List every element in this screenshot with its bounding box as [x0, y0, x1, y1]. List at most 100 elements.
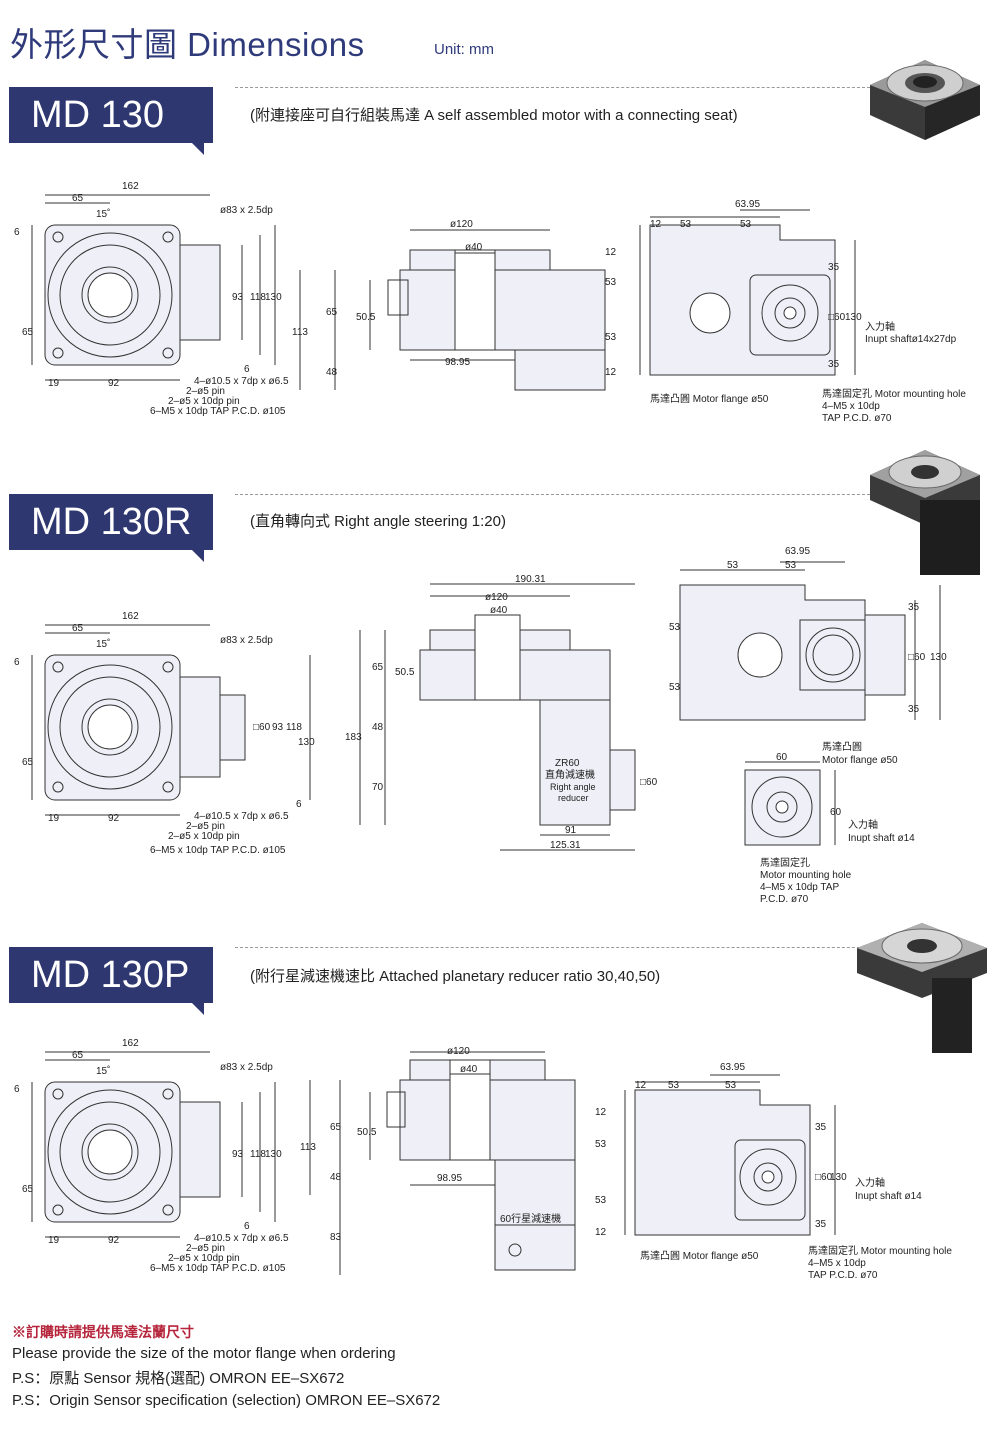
- dim-183: 183: [345, 732, 362, 743]
- front-view-drawing: 162 65 15˚ ø83 x 2.5dp 6 93 118 130 65 1…: [14, 1038, 289, 1274]
- order-note-cn: ※訂購時請提供馬達法蘭尺寸: [12, 1324, 194, 1340]
- mounting-hole-pcd: TAP P.C.D. ø70: [822, 413, 892, 424]
- dim-190-31: 190.31: [515, 574, 546, 585]
- dim-19: 19: [48, 378, 60, 389]
- dim-65: 65: [330, 1122, 342, 1133]
- dim-15deg: 15˚: [96, 638, 110, 650]
- dim-48: 48: [372, 722, 384, 733]
- dim-118: 118: [286, 722, 302, 733]
- mounting-hole-tap: 4–M5 x 10dp: [822, 401, 880, 412]
- dim-35b: 35: [828, 359, 840, 370]
- note-pin: 2–ø5 pin: [186, 386, 225, 397]
- dim-130: 130: [298, 737, 315, 748]
- dim-53v: 53: [669, 622, 681, 633]
- dim-93: 93: [232, 292, 244, 303]
- dim-6b: 6: [244, 1221, 250, 1232]
- dim-d40: ø40: [460, 1064, 478, 1075]
- dim-50-5: 50.5: [357, 1127, 377, 1138]
- input-shaft-cn: 入力軸: [865, 320, 895, 333]
- model-title: MD 130: [31, 94, 165, 136]
- mounting-hole-note: 馬達固定孔 Motor mounting hole: [822, 387, 966, 400]
- dim-162: 162: [122, 1038, 139, 1049]
- product-photo: [870, 450, 980, 575]
- note-pin-dp: 2–ø5 x 10dp pin: [168, 831, 240, 842]
- dim-48: 48: [330, 1172, 342, 1183]
- dim-50-5: 50.5: [395, 667, 415, 678]
- reducer-en: Right angle: [550, 782, 596, 792]
- mounting-hole-pcd: P.C.D. ø70: [760, 894, 809, 905]
- dim-53v2: 53: [605, 332, 617, 343]
- dim-83: 83: [330, 1232, 342, 1243]
- dim-130: 130: [265, 1149, 282, 1160]
- dim-d120: ø120: [450, 219, 473, 230]
- dim-65b: 65: [22, 1184, 34, 1195]
- dim-53: 53: [668, 1080, 680, 1091]
- model-banner: MD 130P: [9, 947, 213, 1015]
- dim-162: 162: [122, 181, 139, 192]
- note-holes: 4–ø10.5 x 7dp x ø6.5: [194, 811, 289, 822]
- reducer-model: ZR60: [555, 758, 580, 769]
- dim-19: 19: [48, 1235, 60, 1246]
- dim-6b: 6: [296, 799, 302, 810]
- dim-12: 12: [650, 219, 662, 230]
- dim-65: 65: [72, 1050, 84, 1061]
- mounting-hole-pcd: TAP P.C.D. ø70: [808, 1270, 878, 1281]
- dim-65b: 65: [22, 327, 34, 338]
- reducer-en2: reducer: [558, 793, 589, 803]
- dim-sq60: □60: [815, 1172, 833, 1183]
- model-subtitle: (附連接座可自行組裝馬達 A self assembled motor with…: [250, 107, 738, 124]
- dim-12v: 12: [605, 247, 617, 258]
- input-shaft: Inupt shaft ø14: [848, 833, 915, 844]
- reducer-cn: 直角減速機: [545, 768, 595, 781]
- dim-35: 35: [828, 262, 840, 273]
- dim-6: 6: [14, 227, 20, 238]
- dim-53v: 53: [605, 277, 617, 288]
- dim-60: 60: [776, 752, 788, 763]
- note-tap: 6–M5 x 10dp TAP P.C.D. ø105: [150, 1263, 286, 1274]
- section-divider: [235, 87, 880, 88]
- dim-6: 6: [14, 657, 20, 668]
- dim-130: 130: [265, 292, 282, 303]
- dim-19: 19: [48, 813, 60, 824]
- dim-130: 130: [830, 1172, 847, 1183]
- section-divider: [235, 494, 880, 495]
- dim-65: 65: [72, 623, 84, 634]
- flange-view-drawing: 60 60 馬達凸圓 Motor flange ø50 入力軸 Inupt sh…: [744, 741, 915, 905]
- dim-6b: 6: [244, 364, 250, 375]
- model-title: MD 130P: [31, 954, 190, 996]
- front-view-drawing: 162 65 15˚ ø83 x 2.5dp 6 93 118 130 65 1…: [14, 181, 289, 417]
- model-title: MD 130R: [31, 501, 192, 543]
- dim-6: 6: [14, 1084, 20, 1095]
- dim-15deg: 15˚: [96, 208, 110, 220]
- rear-view-drawing: 63.95 12 53 53 12 53 53 12 35 □60 130 35…: [605, 199, 966, 424]
- side-view-drawing: ø120 ø40 113 65 50.5 48 83 98.95 60行星減速機: [300, 1046, 576, 1275]
- section-divider: [235, 947, 880, 948]
- dim-92: 92: [108, 1235, 120, 1246]
- dim-53b: 53: [740, 219, 752, 230]
- input-shaft: Inupt shaftø14x27dp: [865, 334, 957, 345]
- dim-12v: 12: [595, 1107, 607, 1118]
- dim-65: 65: [326, 307, 338, 318]
- note-tap: 6–M5 x 10dp TAP P.C.D. ø105: [150, 845, 286, 856]
- dim-12: 12: [635, 1080, 647, 1091]
- dim-125-31: 125.31: [550, 840, 581, 851]
- dim-63-95: 63.95: [785, 546, 810, 557]
- front-view-drawing: 162 65 15˚ ø83 x 2.5dp 6 □60 93 118 130 …: [14, 611, 315, 856]
- page-title: 外形尺寸圖 Dimensions: [10, 26, 365, 63]
- input-shaft-cn: 入力軸: [848, 818, 878, 831]
- dim-93: 93: [272, 722, 284, 733]
- dim-d83: ø83 x 2.5dp: [220, 635, 273, 646]
- note-pin: 2–ø5 pin: [186, 821, 225, 832]
- dim-53b: 53: [725, 1080, 737, 1091]
- dim-130: 130: [845, 312, 862, 323]
- dim-12v2: 12: [595, 1227, 607, 1238]
- dim-70: 70: [372, 782, 384, 793]
- model-banner: MD 130R: [9, 494, 213, 562]
- mounting-hole-note: 馬達固定孔 Motor mounting hole: [808, 1244, 952, 1257]
- dim-65: 65: [72, 193, 84, 204]
- dim-50-5: 50.5: [356, 312, 376, 323]
- dim-48: 48: [326, 367, 338, 378]
- dim-162: 162: [122, 611, 139, 622]
- side-view-drawing: 190.31 ø120 ø40 183 65 50.5 48 70 □60 91…: [345, 574, 658, 851]
- input-shaft-cn: 入力軸: [855, 1176, 885, 1189]
